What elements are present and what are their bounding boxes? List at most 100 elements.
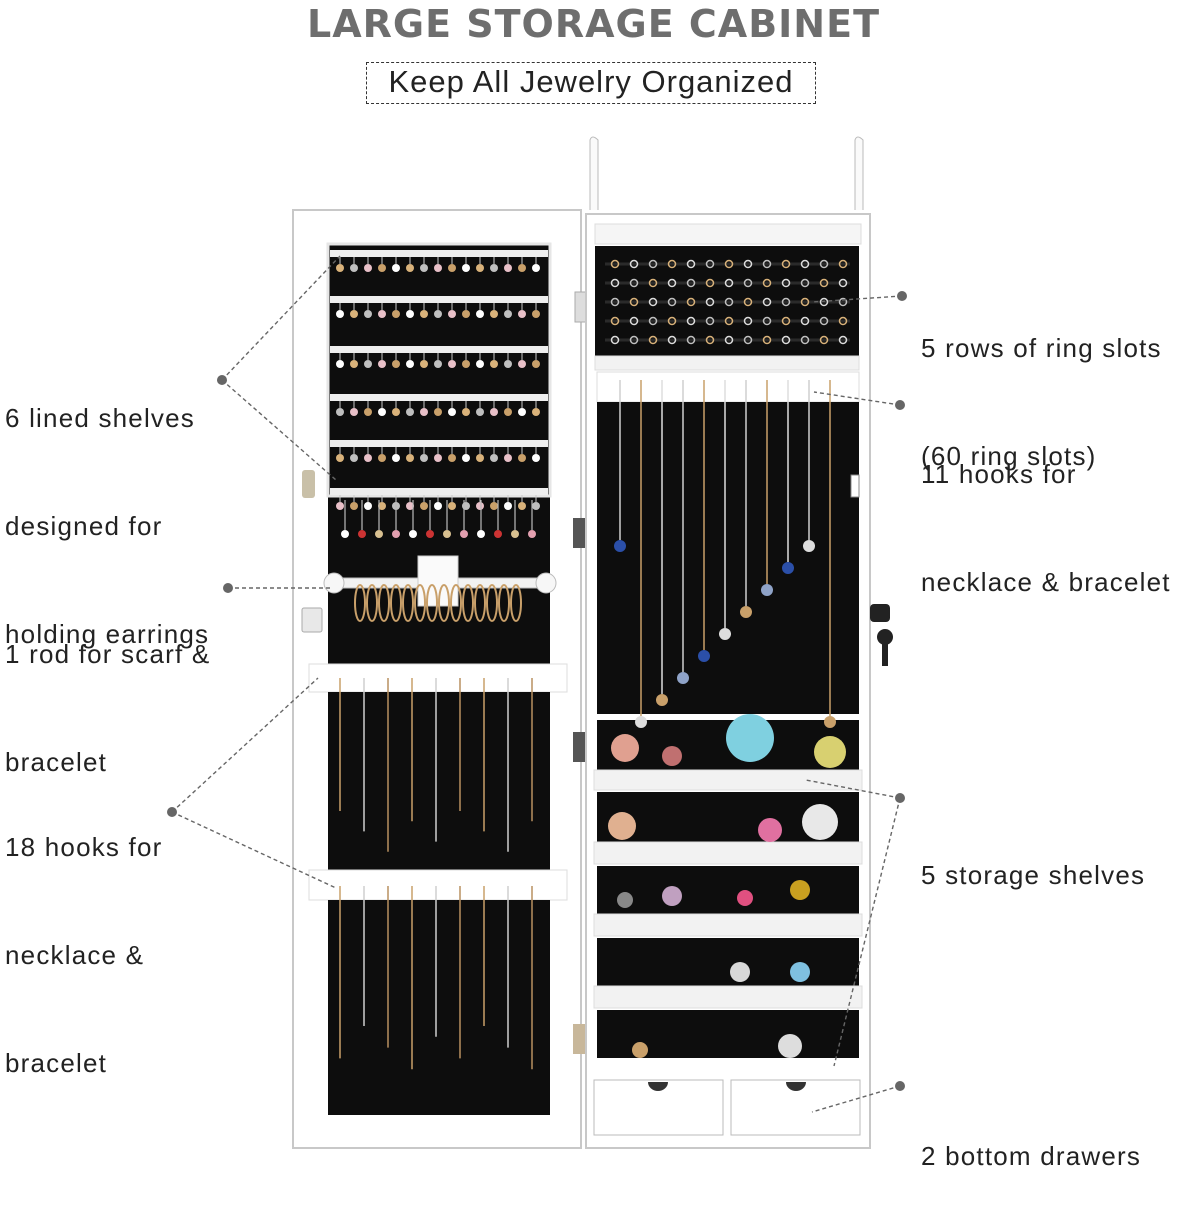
ring-icon xyxy=(743,259,753,269)
ring-icon xyxy=(781,259,791,269)
ring-icon xyxy=(724,278,734,288)
bracelet-icon xyxy=(426,584,438,622)
ring-icon xyxy=(686,297,696,307)
ring-icon xyxy=(743,297,753,307)
earring-icon xyxy=(426,530,434,538)
necklace-panel-main xyxy=(597,402,859,714)
ring-icon xyxy=(629,316,639,326)
callout-leader-line xyxy=(805,779,901,799)
earring-icon xyxy=(448,360,456,368)
earring-shelf-bar xyxy=(330,250,548,257)
cosmetic-item xyxy=(802,804,838,840)
cosmetic-item xyxy=(617,892,633,908)
earring-icon xyxy=(378,408,386,416)
ring-icon xyxy=(686,316,696,326)
pendant-icon xyxy=(656,694,668,706)
earring-icon xyxy=(350,264,358,272)
callout-line: bracelet xyxy=(5,1048,108,1078)
earring-icon xyxy=(336,502,344,510)
callout-scarf-rod: 1 rod for scarf & bracelet xyxy=(5,564,210,816)
ring-icon xyxy=(800,297,810,307)
callout-line: 6 lined shelves xyxy=(5,403,195,433)
earring-icon xyxy=(420,360,428,368)
earring-icon xyxy=(504,310,512,318)
earring-icon xyxy=(434,408,442,416)
ring-icon xyxy=(648,297,658,307)
ring-icon xyxy=(781,278,791,288)
earring-shelf-bar xyxy=(330,488,548,495)
callout-door-hooks: 18 hooks for necklace & bracelet xyxy=(5,757,163,1117)
earring-icon xyxy=(336,454,344,462)
top-trim xyxy=(594,223,862,245)
pendant-icon xyxy=(761,584,773,596)
ring-icon xyxy=(610,335,620,345)
earring-icon xyxy=(434,454,442,462)
earring-icon xyxy=(490,454,498,462)
page-title: LARGE STORAGE CABINET xyxy=(307,2,880,46)
cosmetic-item xyxy=(790,962,810,982)
earring-icon xyxy=(406,310,414,318)
earring-icon xyxy=(476,408,484,416)
key-shaft xyxy=(882,644,888,666)
earring-icon xyxy=(420,454,428,462)
ring-icon xyxy=(610,278,620,288)
callout-dot xyxy=(895,1081,905,1091)
earring-icon xyxy=(504,408,512,416)
ring-icon xyxy=(629,278,639,288)
callout-dot xyxy=(897,291,907,301)
pendant-icon xyxy=(782,562,794,574)
callout-line: 5 storage shelves xyxy=(921,860,1146,890)
ring-icon xyxy=(762,335,772,345)
callout-line: (60 ring slots) xyxy=(921,441,1097,471)
earring-shelf-bar xyxy=(330,440,548,447)
earring-icon xyxy=(504,360,512,368)
ring-icon xyxy=(838,316,848,326)
earring-icon xyxy=(532,264,540,272)
callout-storage-shelves: 5 storage shelves xyxy=(921,785,1145,929)
earring-icon xyxy=(364,310,372,318)
earring-icon xyxy=(494,530,502,538)
cosmetic-item xyxy=(632,1042,648,1058)
earring-icon xyxy=(378,360,386,368)
callout-line: bracelet xyxy=(5,747,108,777)
cosmetic-item xyxy=(662,746,682,766)
earring-icon xyxy=(350,502,358,510)
earring-shelf-bar xyxy=(330,296,548,303)
callout-leader-line xyxy=(221,379,337,481)
ring-icon xyxy=(667,316,677,326)
ring-icon xyxy=(762,316,772,326)
bracelet-icon xyxy=(474,584,486,622)
earring-icon xyxy=(511,530,519,538)
ring-icon xyxy=(800,259,810,269)
callout-dot xyxy=(895,793,905,803)
ring-icon xyxy=(762,297,772,307)
earring-icon xyxy=(406,408,414,416)
callout-earring-shelves: 6 lined shelves designed for holding ear… xyxy=(5,328,209,688)
ring-icon xyxy=(838,259,848,269)
ring-icon xyxy=(686,278,696,288)
earring-icon xyxy=(378,310,386,318)
ring-icon xyxy=(819,259,829,269)
over-door-hook xyxy=(854,136,864,210)
earring-icon xyxy=(448,502,456,510)
earring-icon xyxy=(532,502,540,510)
earring-icon xyxy=(460,530,468,538)
callout-leader-line xyxy=(171,811,337,889)
earring-icon xyxy=(518,408,526,416)
earring-icon xyxy=(518,360,526,368)
earring-icon xyxy=(378,454,386,462)
earring-icon xyxy=(532,310,540,318)
callout-leader-line xyxy=(811,1085,901,1113)
earring-icon xyxy=(420,264,428,272)
earring-icon xyxy=(448,264,456,272)
earring-icon xyxy=(518,264,526,272)
ring-icon xyxy=(648,278,658,288)
earring-icon xyxy=(490,360,498,368)
callout-ring-slots: 5 rows of ring slots (60 ring slots) xyxy=(921,258,1162,510)
earring-icon xyxy=(476,502,484,510)
earring-icon xyxy=(448,454,456,462)
earring-icon xyxy=(336,408,344,416)
earring-icon xyxy=(378,502,386,510)
pendant-icon xyxy=(677,672,689,684)
cosmetic-item xyxy=(790,880,810,900)
